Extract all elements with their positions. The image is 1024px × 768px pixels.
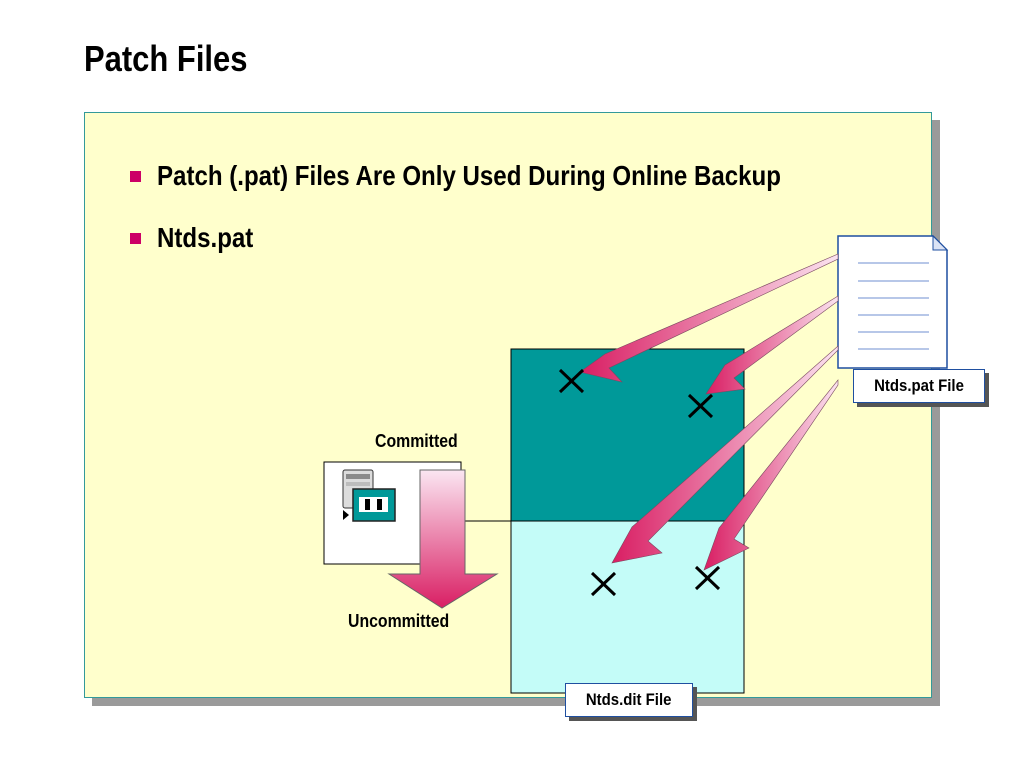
ntds-dit-callout: Ntds.dit File [565,683,693,717]
slide-title: Patch Files [84,38,248,79]
x-mark-icon [558,368,585,394]
patch-arrow-2 [705,295,839,395]
bullet-text-2: Ntds.pat [157,222,254,253]
ntds-pat-callout: Ntds.pat File [853,369,985,403]
committed-label: Committed [375,431,458,451]
patch-arrow-4 [703,379,839,571]
bullet-text-1: Patch (.pat) Files Are Only Used During … [157,160,781,191]
bullet-square-icon [130,170,141,182]
committed-region [510,348,745,522]
content-panel [84,112,932,698]
x-mark-icon [694,565,721,591]
bullet-item-2: Ntds.pat [130,222,269,254]
x-mark-icon [590,571,617,597]
commit-flow-arrow [387,469,499,609]
ntds-pat-label: Ntds.pat File [874,376,964,395]
ntds-dit-label: Ntds.dit File [586,690,672,709]
patch-arrow-3 [611,345,839,564]
patch-arrow-1 [579,253,839,383]
document-icon [837,234,949,369]
x-mark-icon [687,393,714,419]
database-server-icon [342,469,396,522]
uncommitted-label: Uncommitted [348,611,450,631]
bullet-square-icon [130,232,141,244]
bullet-item-1: Patch (.pat) Files Are Only Used During … [130,160,883,192]
ntds-dit-database [510,348,745,694]
patch-arrows [579,253,839,571]
